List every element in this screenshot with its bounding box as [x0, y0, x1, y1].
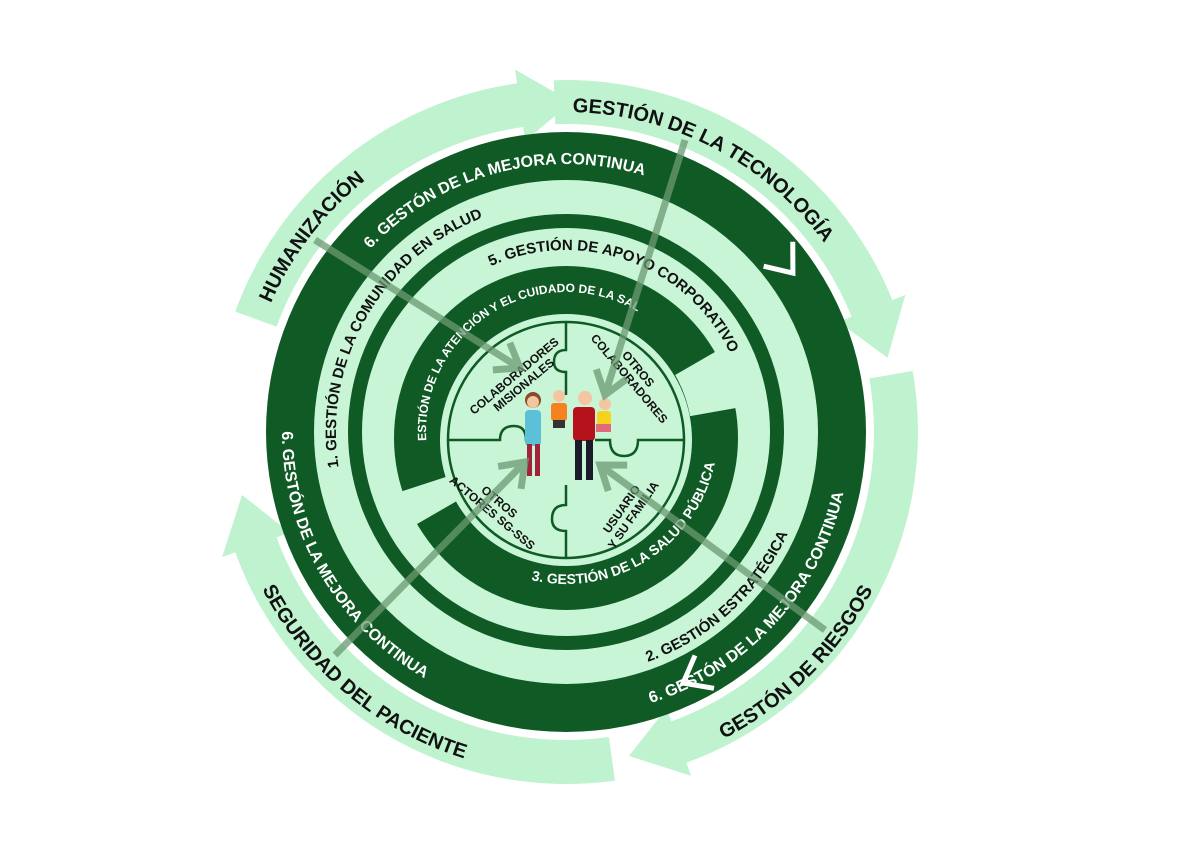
ring-gap-chevron [763, 241, 796, 277]
puzzle-dividers [448, 322, 684, 558]
ring-gap-chevron [679, 654, 715, 691]
crossing-arrow-line [597, 462, 828, 633]
crossing-arrow-head [497, 457, 530, 490]
outer-arrow-segment [628, 370, 919, 776]
atencion-ring-opening [674, 351, 738, 417]
crossing-arrows [313, 138, 828, 658]
crossing-arrow-line [313, 237, 522, 371]
center-circle [440, 314, 692, 566]
crossing-arrow-head [595, 461, 628, 492]
family-illustration [525, 390, 611, 480]
outer-arrow-segment [222, 494, 615, 784]
crossing-arrow-line [601, 138, 689, 397]
outer-arrow-segment [235, 69, 572, 327]
atencion-ring-opening [400, 476, 458, 525]
crossing-arrow-head [492, 341, 526, 374]
outer-arrow-segment [553, 80, 906, 358]
crossing-arrow-head [593, 368, 629, 401]
ring-gaps [400, 241, 796, 691]
outer-arrow-ring [222, 69, 919, 784]
crossing-arrow-line [332, 459, 528, 658]
